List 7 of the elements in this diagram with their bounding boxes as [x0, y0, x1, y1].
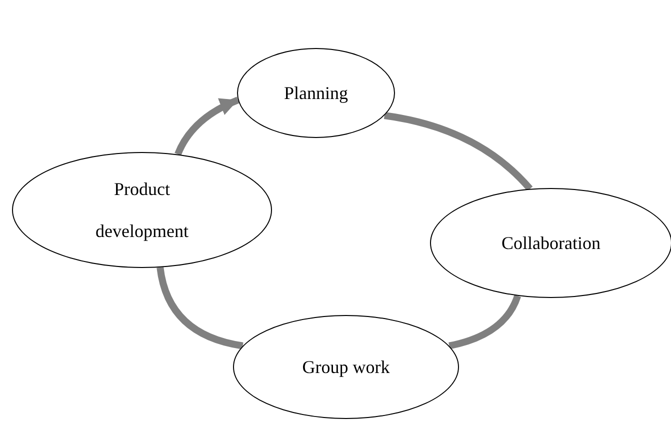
- node-label: Planning: [284, 82, 348, 105]
- connector-line: [448, 294, 521, 350]
- connector-line: [156, 266, 244, 350]
- arrow: [174, 96, 240, 156]
- node-label: Group work: [302, 356, 390, 379]
- node-label: Collaboration: [502, 232, 600, 255]
- node-label: Product development: [94, 178, 190, 243]
